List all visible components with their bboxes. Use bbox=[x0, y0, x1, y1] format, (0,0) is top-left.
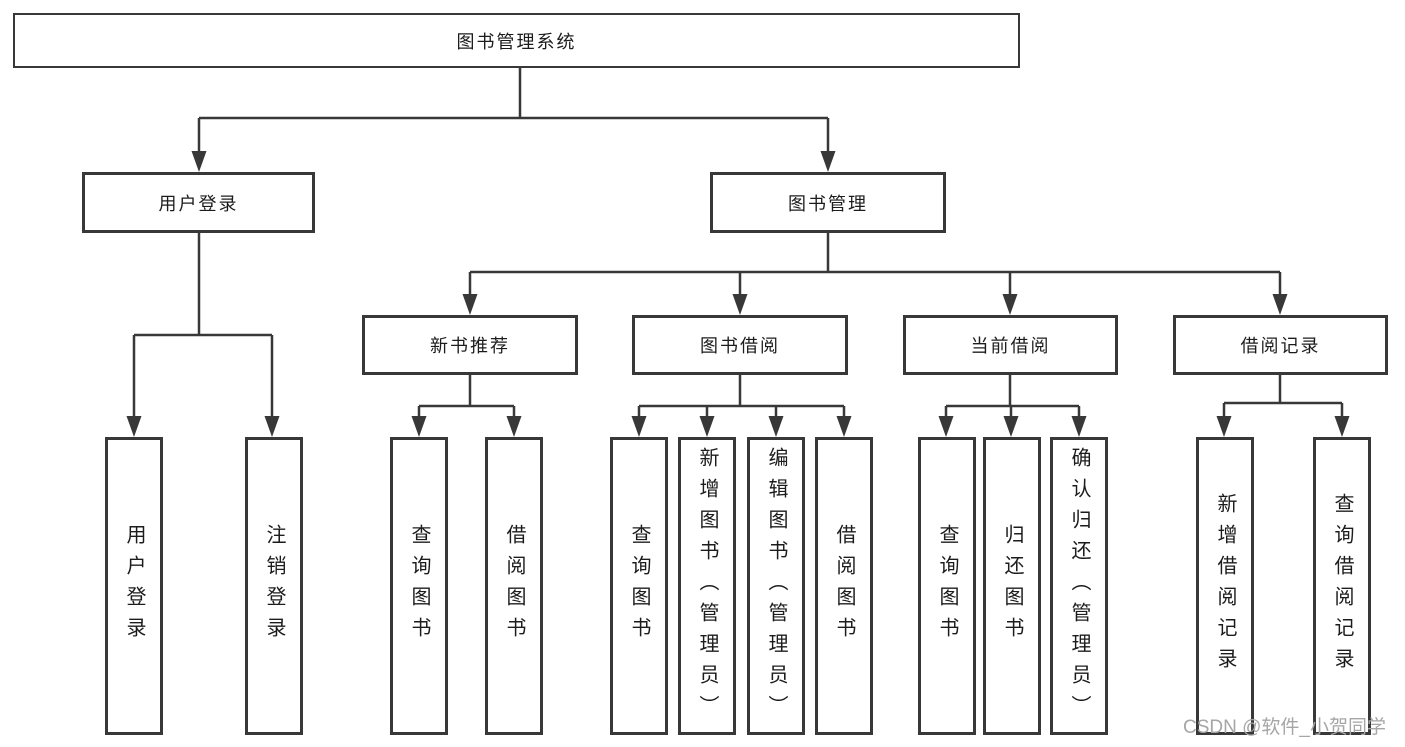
node-leaf-confirm-return-admin: 确认归还（管理员） bbox=[1050, 437, 1108, 735]
node-leaf-query-books-borrow: 查询图书 bbox=[610, 437, 668, 735]
node-book-management-branch: 图书管理 bbox=[710, 172, 946, 233]
node-library-management-system: 图书管理系统 bbox=[13, 13, 1020, 68]
node-new-book-recommendation: 新书推荐 bbox=[362, 315, 578, 375]
node-current-borrowing: 当前借阅 bbox=[903, 315, 1118, 375]
csdn-watermark: CSDN @软件_小贺同学 bbox=[1183, 717, 1386, 738]
node-borrowing-records: 借阅记录 bbox=[1173, 315, 1388, 375]
node-leaf-edit-book-admin: 编辑图书（管理员） bbox=[747, 437, 805, 735]
node-leaf-borrow-books: 借阅图书 bbox=[815, 437, 873, 735]
node-leaf-borrow-books-rec: 借阅图书 bbox=[485, 437, 543, 735]
node-leaf-logout: 注销登录 bbox=[245, 437, 303, 735]
node-book-borrowing: 图书借阅 bbox=[632, 315, 848, 375]
node-leaf-add-borrow-record: 新增借阅记录 bbox=[1196, 437, 1254, 735]
arrowheads bbox=[126, 151, 1350, 437]
node-leaf-add-book-admin: 新增图书（管理员） bbox=[678, 437, 736, 735]
node-user-login-branch: 用户登录 bbox=[82, 172, 315, 233]
node-leaf-return-books: 归还图书 bbox=[983, 437, 1041, 735]
node-leaf-user-login: 用户登录 bbox=[105, 437, 163, 735]
node-leaf-query-borrow-record: 查询借阅记录 bbox=[1313, 437, 1371, 735]
node-leaf-query-books-current: 查询图书 bbox=[918, 437, 976, 735]
node-leaf-query-books-rec: 查询图书 bbox=[390, 437, 448, 735]
